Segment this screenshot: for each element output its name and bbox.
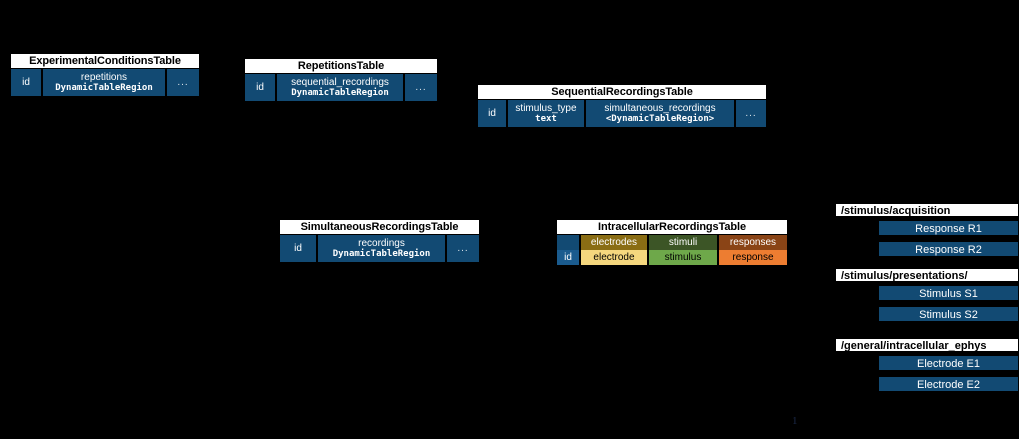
- group-item-response-r2: Response R2: [878, 241, 1019, 257]
- group-item-electrode-e2: Electrode E2: [878, 376, 1019, 392]
- column-label: ...: [457, 243, 469, 254]
- column-label: id: [256, 82, 264, 93]
- table-columns-row: id recordings DynamicTableRegion ...: [279, 234, 480, 263]
- column-label: sequential_recordings: [291, 76, 389, 88]
- table-column-simultaneous-recordings: simultaneous_recordings <DynamicTableReg…: [586, 100, 736, 127]
- table-columns-row: id stimulus_type text simultaneous_recor…: [477, 99, 767, 128]
- table-column-response: response: [719, 250, 787, 265]
- table-columns-row: id electrode stimulus response: [556, 250, 788, 266]
- category-electrodes: electrodes: [581, 235, 649, 250]
- table-category-row: electrodes stimuli responses: [556, 234, 788, 250]
- column-type: <DynamicTableRegion>: [605, 113, 715, 124]
- group-item-label: Stimulus S2: [919, 309, 978, 321]
- category-label: responses: [729, 236, 777, 248]
- table-column-stimulus-type: stimulus_type text: [508, 100, 586, 127]
- column-label: stimulus: [664, 251, 702, 263]
- group-path-label: /stimulus/presentations/: [835, 268, 1019, 282]
- column-label: id: [564, 251, 572, 263]
- table-simultaneous-recordings: SimultaneousRecordingsTable id recording…: [279, 219, 480, 263]
- table-column-more: ...: [405, 74, 437, 101]
- group-item-label: Electrode E1: [917, 358, 980, 370]
- table-intracellular-recordings: IntracellularRecordingsTable electrodes …: [556, 219, 788, 266]
- table-column-sequential-recordings: sequential_recordings DynamicTableRegion: [277, 74, 405, 101]
- group-path-label: /stimulus/acquisition: [835, 203, 1019, 217]
- table-columns-row: id sequential_recordings DynamicTableReg…: [244, 73, 438, 102]
- column-label: ...: [177, 77, 189, 88]
- group-item-stimulus-s1: Stimulus S1: [878, 285, 1019, 301]
- table-column-recordings: recordings DynamicTableRegion: [318, 235, 447, 262]
- table-sequential-recordings: SequentialRecordingsTable id stimulus_ty…: [477, 84, 767, 128]
- group-item-label: Response R2: [915, 244, 982, 256]
- table-title: SimultaneousRecordingsTable: [279, 219, 480, 234]
- column-label: ...: [415, 82, 427, 93]
- table-column-electrode: electrode: [581, 250, 649, 265]
- table-column-id: id: [11, 69, 43, 96]
- column-label: simultaneous_recordings: [604, 102, 716, 114]
- group-item-response-r1: Response R1: [878, 220, 1019, 236]
- group-item-label: Electrode E2: [917, 379, 980, 391]
- table-column-stimulus: stimulus: [649, 250, 719, 265]
- group-item-stimulus-s2: Stimulus S2: [878, 306, 1019, 322]
- category-responses: responses: [719, 235, 787, 250]
- column-type: DynamicTableRegion: [55, 82, 153, 93]
- group-stimulus-acquisition: /stimulus/acquisition Response R1 Respon…: [835, 203, 1019, 257]
- group-stimulus-presentations: /stimulus/presentations/ Stimulus S1 Sti…: [835, 268, 1019, 322]
- column-label: id: [294, 243, 302, 254]
- table-title: ExperimentalConditionsTable: [10, 53, 200, 68]
- table-title: RepetitionsTable: [244, 58, 438, 73]
- page-number: 1: [792, 415, 798, 427]
- column-label: repetitions: [80, 71, 128, 83]
- table-column-repetitions: repetitions DynamicTableRegion: [43, 69, 167, 96]
- category-label: electrodes: [590, 236, 638, 248]
- table-column-id: id: [557, 250, 581, 265]
- column-type: DynamicTableRegion: [332, 248, 431, 259]
- table-column-more: ...: [447, 235, 479, 262]
- table-title: SequentialRecordingsTable: [477, 84, 767, 99]
- column-label: recordings: [358, 237, 405, 249]
- category-label: stimuli: [668, 236, 698, 248]
- table-column-more: ...: [736, 100, 766, 127]
- column-type: DynamicTableRegion: [291, 87, 389, 98]
- group-item-label: Response R1: [915, 223, 982, 235]
- category-id-spacer: [557, 235, 581, 250]
- table-column-id: id: [245, 74, 277, 101]
- group-item-label: Stimulus S1: [919, 288, 978, 300]
- category-stimuli: stimuli: [649, 235, 719, 250]
- table-repetitions: RepetitionsTable id sequential_recording…: [244, 58, 438, 102]
- table-column-more: ...: [167, 69, 199, 96]
- column-label: ...: [745, 108, 757, 119]
- column-label: response: [732, 251, 774, 263]
- column-label: electrode: [593, 251, 635, 263]
- column-type: text: [535, 113, 557, 124]
- column-label: stimulus_type: [515, 102, 577, 114]
- group-general-intracellular-ephys: /general/intracellular_ephys Electrode E…: [835, 338, 1019, 392]
- group-path-label: /general/intracellular_ephys: [835, 338, 1019, 352]
- column-label: id: [22, 77, 30, 88]
- column-label: id: [488, 108, 496, 119]
- group-item-electrode-e1: Electrode E1: [878, 355, 1019, 371]
- table-experimental-conditions: ExperimentalConditionsTable id repetitio…: [10, 53, 200, 97]
- table-column-id: id: [478, 100, 508, 127]
- table-column-id: id: [280, 235, 318, 262]
- table-columns-row: id repetitions DynamicTableRegion ...: [10, 68, 200, 97]
- table-title: IntracellularRecordingsTable: [556, 219, 788, 234]
